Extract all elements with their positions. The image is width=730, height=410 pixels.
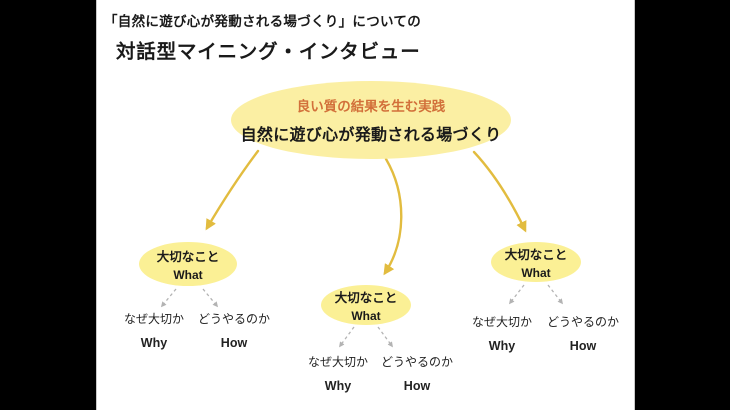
child-node-subtitle: What [173, 268, 203, 282]
flow-arrow-left-icon [205, 149, 260, 231]
dashed-arrow-why-right-icon [508, 284, 525, 305]
slide-header: 「自然に遊び心が発動される場づくり」についての 対話型マイニング・インタビュー [104, 10, 421, 64]
slide-title-main: 対話型マイニング・インタビュー [116, 41, 421, 63]
child-node-left: 大切なこと What [139, 242, 237, 286]
slide: 「自然に遊び心が発動される場づくり」についての 対話型マイニング・インタビュー [96, 0, 635, 410]
root-node: 良い質の結果を生む実践 自然に遊び心が発動される場づくり [231, 81, 511, 159]
root-node-subtitle: 良い質の結果を生む実践 [296, 99, 446, 114]
dashed-arrow-why-left-icon [160, 288, 177, 308]
child-node-right: 大切なこと What [491, 242, 581, 282]
child-node-subtitle: What [351, 309, 381, 323]
leaf-how-en: How [569, 339, 597, 353]
child-node-title: 大切なこと [334, 291, 398, 305]
leaf-how-ja: どうやるのか [197, 312, 271, 326]
leaf-why-en: Why [324, 379, 352, 393]
root-node-title: 自然に遊び心が発動される場づくり [240, 127, 502, 144]
child-node-title: 大切なこと [156, 250, 220, 264]
child-node-middle: 大切なこと What [321, 285, 411, 325]
leaf-why-en: Why [140, 336, 168, 350]
leaf-why-middle: なぜ大切か Why [308, 353, 368, 393]
leaf-how-ja: どうやるのか [380, 355, 454, 369]
leaf-how-en: How [403, 379, 431, 393]
flow-arrow-middle-icon [383, 157, 403, 276]
leaf-why-ja: なぜ大切か [471, 315, 533, 329]
child-node-title: 大切なこと [504, 248, 568, 262]
dashed-arrow-how-right-icon [547, 284, 564, 305]
slide-title-context: 「自然に遊び心が発動される場づくり」についての [104, 14, 421, 29]
leaf-how-middle: どうやるのか How [381, 353, 453, 393]
leaf-why-right: なぜ大切か Why [472, 313, 532, 353]
leaf-why-ja: なぜ大切か [123, 312, 185, 326]
leaf-how-en: How [220, 336, 248, 350]
flow-arrow-right-icon [472, 150, 527, 233]
leaf-how-right: どうやるのか How [547, 313, 619, 353]
leaf-how-left: どうやるのか How [198, 310, 270, 350]
leaf-why-en: Why [488, 339, 516, 353]
leaf-why-left: なぜ大切か Why [124, 310, 184, 350]
child-node-subtitle: What [521, 266, 551, 280]
dashed-arrow-how-left-icon [202, 288, 219, 308]
connector-arrows [160, 149, 564, 348]
leaf-why-ja: なぜ大切か [307, 355, 369, 369]
dashed-arrow-why-middle-icon [339, 326, 355, 348]
leaf-how-ja: どうやるのか [546, 315, 620, 329]
dashed-arrow-how-middle-icon [377, 326, 393, 348]
